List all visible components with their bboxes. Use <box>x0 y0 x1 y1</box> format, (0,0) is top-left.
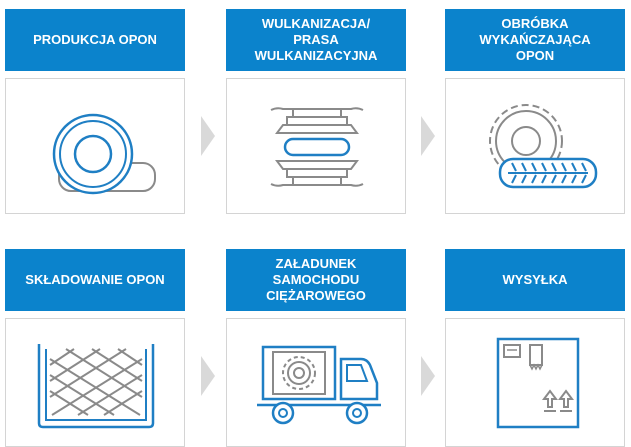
arrow-1-icon <box>201 116 215 156</box>
step-6-card <box>445 318 625 447</box>
step-5-card <box>226 318 406 447</box>
step-2-card <box>226 78 406 214</box>
tire-production-icon <box>52 113 156 195</box>
step-3-card <box>445 78 625 214</box>
step-5-title: ZAŁADUNEK SAMOCHODU CIĘŻAROWEGO <box>226 249 406 311</box>
arrow-2-icon <box>421 116 435 156</box>
arrow-3-icon <box>201 356 215 396</box>
step-3-title: OBRÓBKA WYKAŃCZAJĄCA OPON <box>445 9 625 71</box>
step-6-title: WYSYŁKA <box>445 249 625 311</box>
step-1-card <box>5 78 185 214</box>
step-4-card <box>5 318 185 447</box>
shipping-box-icon <box>496 337 580 429</box>
tire-finishing-icon <box>489 104 598 189</box>
step-2-title: WULKANIZACJA/ PRASA WULKANIZACYJNA <box>226 9 406 71</box>
tire-storage-icon <box>37 344 155 429</box>
step-4-title: SKŁADOWANIE OPON <box>5 249 185 311</box>
arrow-4-icon <box>421 356 435 396</box>
vulcanization-press-icon <box>270 107 364 187</box>
step-1-title: PRODUKCJA OPON <box>5 9 185 71</box>
truck-loading-icon <box>257 345 381 425</box>
